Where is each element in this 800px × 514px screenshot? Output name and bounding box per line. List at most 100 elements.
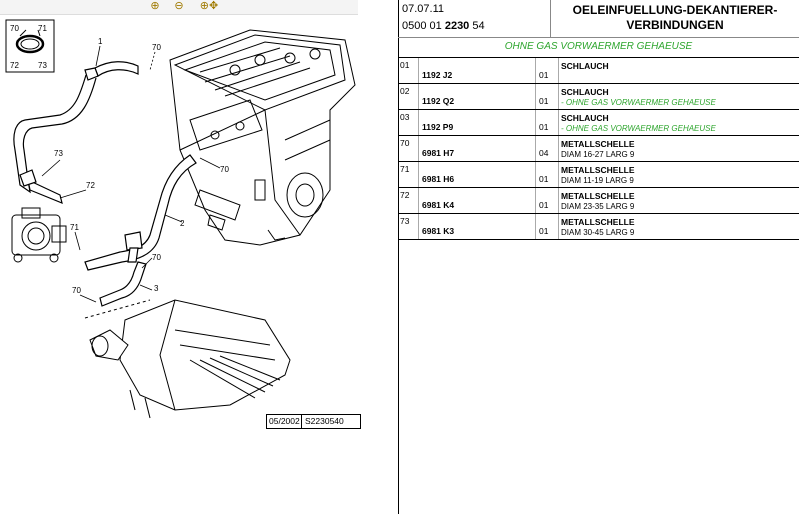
part-name: METALLSCHELLE — [561, 139, 635, 149]
diagram-footer: 05/2002 S2230540 — [266, 414, 361, 429]
zoom-toolbar: ⊕ ⊖ ⊕✥ — [0, 0, 358, 15]
part-ref-cell: 1192 P9 — [419, 110, 536, 135]
exploded-parts-diagram: 70 71 72 73 — [5, 19, 356, 419]
part-position: 01 — [398, 58, 419, 83]
title-line-1: OELEINFUELLUNG-DEKANTIERER- — [572, 3, 778, 17]
part-reference[interactable]: 6981 H7 — [422, 148, 455, 158]
part-quantity: 01 — [539, 96, 549, 106]
part-detail: DIAM 30-45 LARG 9 — [561, 228, 635, 237]
part-quantity: 01 — [539, 226, 549, 236]
condition-note: OHNE GAS VORWAERMER GEHAEUSE — [504, 41, 693, 52]
header-code: 0500 01 2230 54 — [402, 20, 485, 32]
callout-2: 2 — [180, 219, 185, 228]
part-qty-cell: 01 — [536, 84, 559, 109]
callout-72: 72 — [86, 181, 95, 190]
inset-callout-70: 70 — [10, 24, 19, 33]
parts-header: 07.07.11 0500 01 2230 54 OELEINFUELLUNG-… — [398, 0, 799, 38]
part-position: 73 — [398, 214, 419, 239]
part-qty-cell: 04 — [536, 136, 559, 161]
part-description: SCHLAUCH — [559, 58, 799, 83]
part-qty-cell: 01 — [536, 58, 559, 83]
engine-block — [169, 29, 356, 246]
callout-1: 1 — [98, 37, 103, 46]
part-detail: - OHNE GAS VORWAERMER GEHAEUSE — [561, 98, 716, 107]
clamp-inset: 70 71 72 73 — [5, 19, 55, 73]
page-title: OELEINFUELLUNG-DEKANTIERER- VERBINDUNGEN — [551, 0, 799, 37]
part-description: SCHLAUCH- OHNE GAS VORWAERMER GEHAEUSE — [559, 110, 799, 135]
inset-callout-72: 72 — [10, 61, 19, 70]
parts-list-panel: 07.07.11 0500 01 2230 54 OELEINFUELLUNG-… — [398, 0, 800, 514]
diagram-code: S2230540 — [305, 416, 344, 426]
part-name: SCHLAUCH — [561, 113, 609, 123]
part-reference[interactable]: 1192 J2 — [422, 70, 453, 80]
part-quantity: 01 — [539, 70, 549, 80]
part-name: SCHLAUCH — [561, 87, 609, 97]
part-quantity: 01 — [539, 122, 549, 132]
part-position: 70 — [398, 136, 419, 161]
part-reference[interactable]: 1192 P9 — [422, 122, 454, 132]
part-name: METALLSCHELLE — [561, 191, 635, 201]
part-position: 71 — [398, 162, 419, 187]
code-prefix: 0500 01 — [402, 20, 442, 32]
part-position: 03 — [398, 110, 419, 135]
code-suffix: 54 — [472, 20, 485, 32]
zoom-out-icon[interactable]: ⊖ — [174, 0, 184, 12]
callout-71: 71 — [70, 223, 79, 232]
part-detail: - OHNE GAS VORWAERMER GEHAEUSE — [561, 124, 716, 133]
leader-lines — [41, 45, 221, 303]
panel-divider — [398, 0, 399, 514]
part-quantity: 01 — [539, 174, 549, 184]
part-ref-cell: 6981 K3 — [419, 214, 536, 239]
part-detail: DIAM 16-27 LARG 9 — [561, 150, 635, 159]
part-reference[interactable]: 1192 Q2 — [422, 96, 455, 106]
hose-3 — [99, 261, 147, 307]
diagram-date: 05/2002 — [269, 416, 300, 426]
part-qty-cell: 01 — [536, 162, 559, 187]
part-reference[interactable]: 6981 K4 — [422, 200, 455, 210]
hose-2 — [84, 154, 197, 271]
part-name: METALLSCHELLE — [561, 165, 635, 175]
part-quantity: 04 — [539, 148, 549, 158]
callout-70: 70 — [152, 43, 161, 52]
part-qty-cell: 01 — [536, 188, 559, 213]
title-line-2: VERBINDUNGEN — [626, 18, 724, 32]
part-reference[interactable]: 6981 H6 — [422, 174, 455, 184]
part-reference[interactable]: 6981 K3 — [422, 226, 455, 236]
part-callouts: 1 70 73 72 70 2 71 70 3 70 — [54, 37, 229, 295]
part-position: 02 — [398, 84, 419, 109]
inset-callout-71: 71 — [38, 24, 47, 33]
part-ref-cell: 6981 H7 — [419, 136, 536, 161]
callout-70: 70 — [152, 253, 161, 262]
zoom-pan-icon[interactable]: ⊕✥ — [199, 0, 219, 12]
callout-70: 70 — [220, 165, 229, 174]
part-qty-cell: 01 — [536, 110, 559, 135]
footer-divider — [301, 415, 302, 428]
part-ref-cell: 1192 J2 — [419, 58, 536, 83]
diagram-panel: ⊕ ⊖ ⊕✥ 70 71 72 73 — [0, 0, 361, 514]
code-bold: 2230 — [444, 20, 470, 32]
callout-3: 3 — [154, 284, 159, 293]
part-detail: DIAM 23-35 LARG 9 — [561, 202, 635, 211]
header-date: 07.07.11 — [402, 3, 445, 15]
part-ref-cell: 6981 K4 — [419, 188, 536, 213]
part-position: 72 — [398, 188, 419, 213]
part-name: SCHLAUCH — [561, 61, 609, 71]
header-meta: 07.07.11 0500 01 2230 54 — [398, 0, 551, 37]
part-name: METALLSCHELLE — [561, 217, 635, 227]
part-detail: DIAM 11-19 LARG 9 — [561, 176, 634, 185]
part-qty-cell: 01 — [536, 214, 559, 239]
part-quantity: 01 — [539, 200, 549, 210]
part-ref-cell: 6981 H6 — [419, 162, 536, 187]
zoom-in-icon[interactable]: ⊕ — [150, 0, 160, 12]
